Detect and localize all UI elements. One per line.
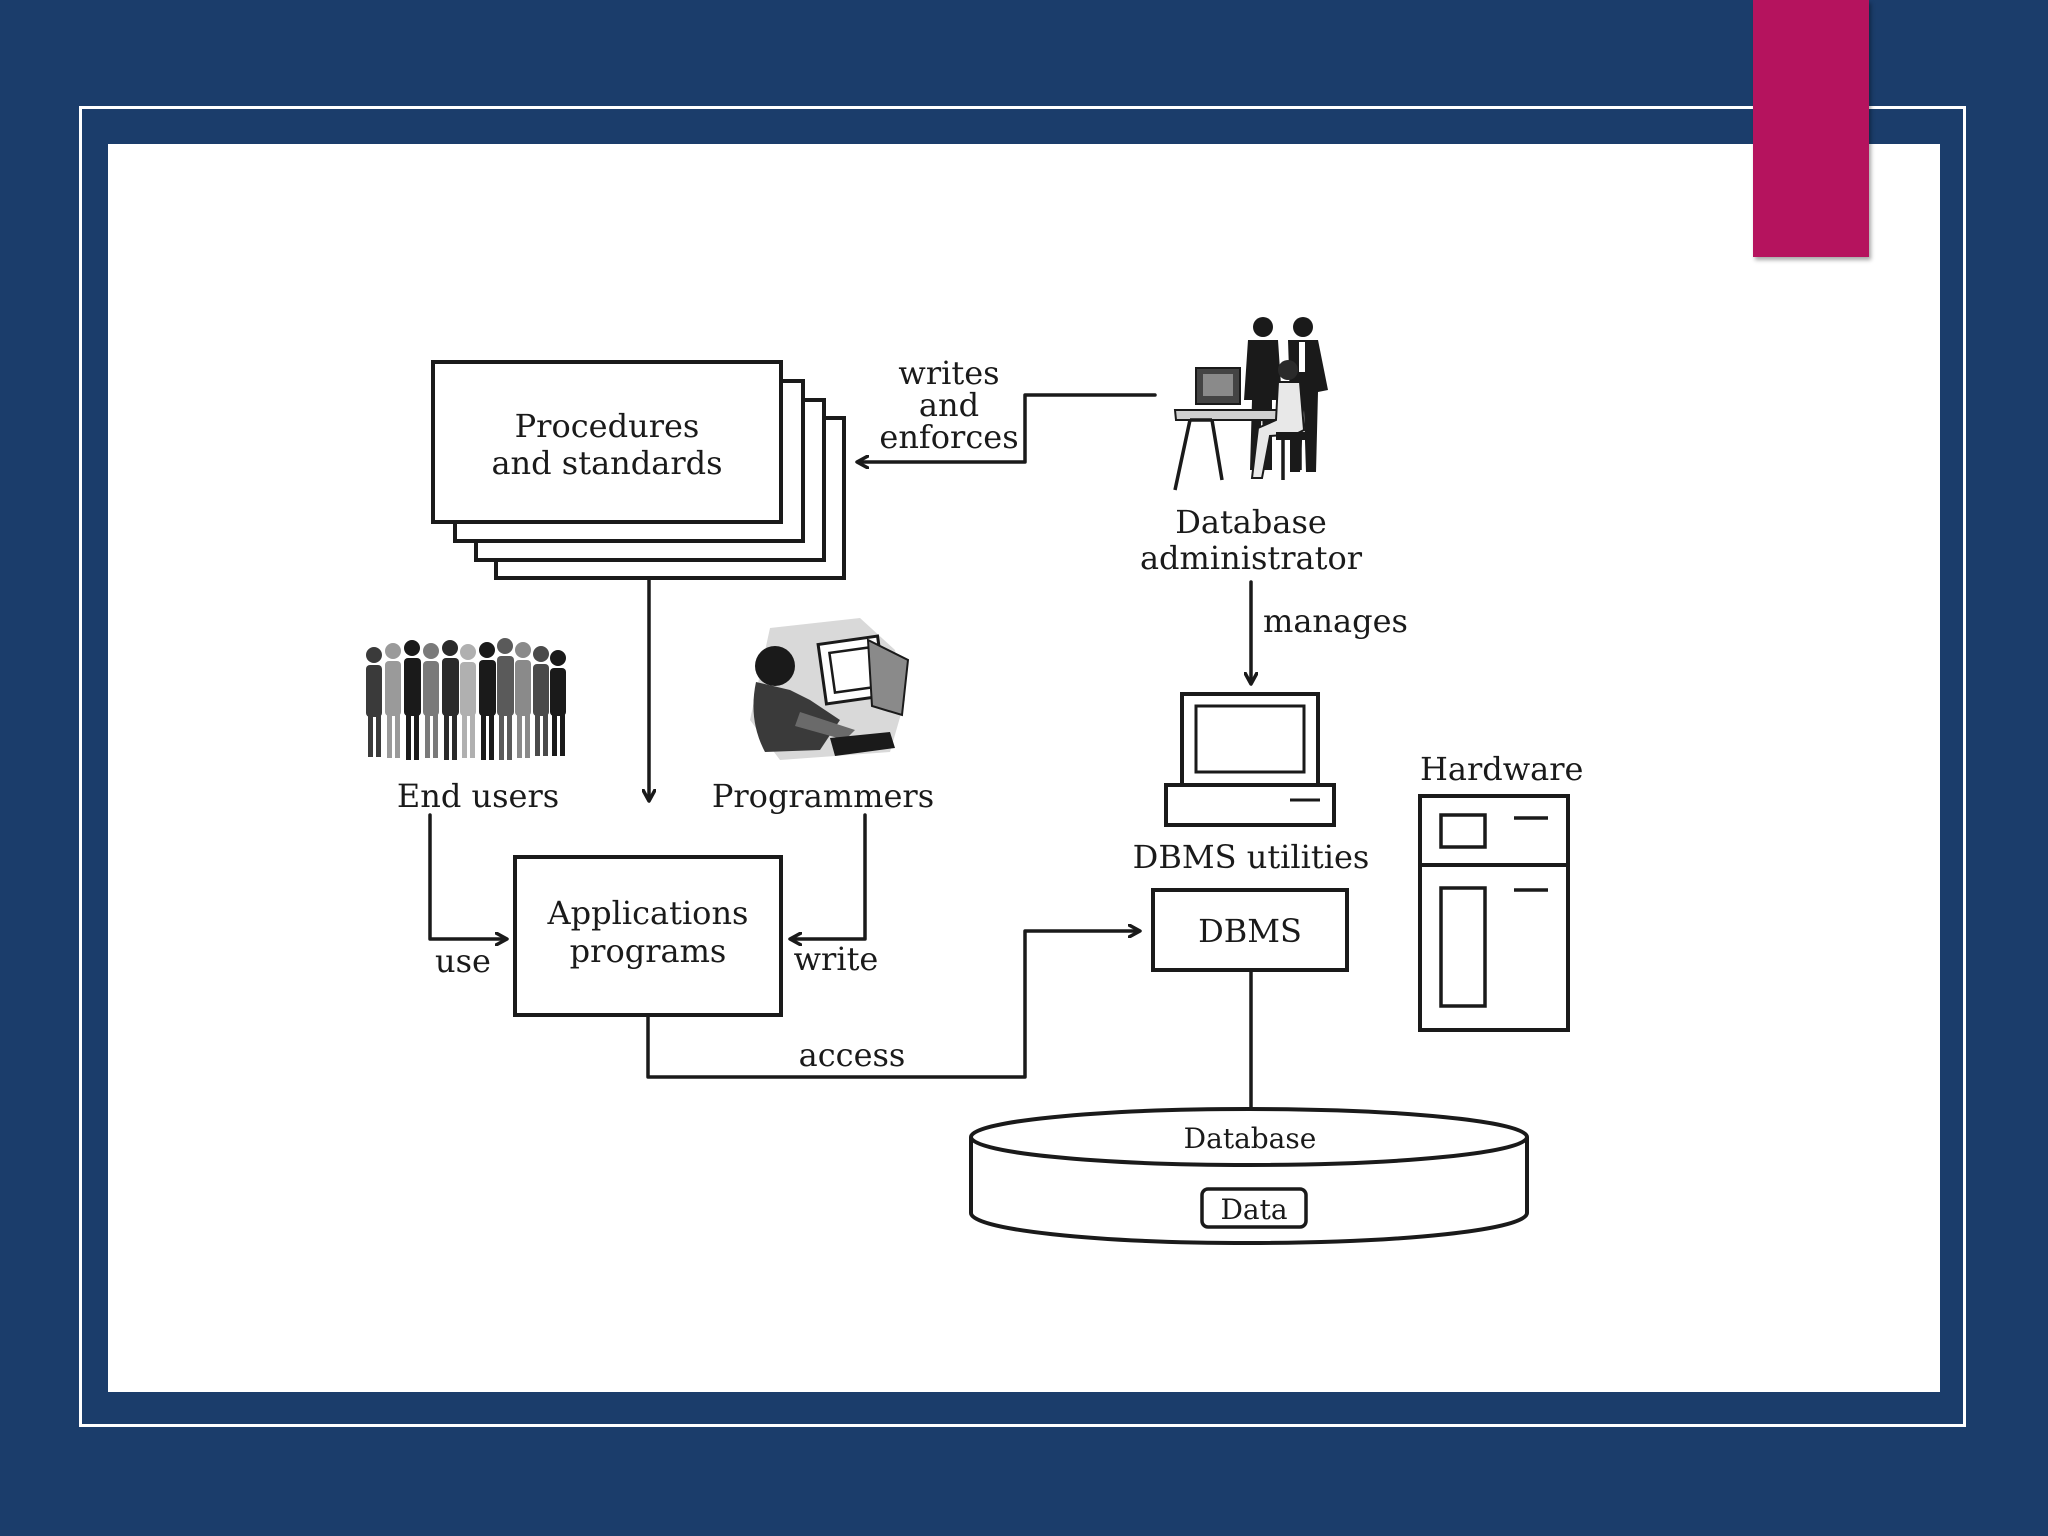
hardware-icon	[1418, 794, 1570, 1032]
write-arrow	[791, 813, 867, 939]
access-arrow	[646, 931, 1139, 1079]
manages-label: manages	[1263, 602, 1408, 640]
writes-and-enforces-arrow	[858, 393, 1157, 462]
accent-bar	[1753, 0, 1869, 257]
writes-label: writes	[898, 354, 999, 392]
end-users-label: End users	[397, 777, 559, 815]
database-administrator-label-line2: administrator	[1140, 539, 1363, 577]
procedures-and-standards-stack: Procedures and standards	[431, 360, 846, 580]
programmers-icon	[750, 618, 910, 760]
enforces-label: enforces	[879, 418, 1018, 456]
applications-label-line2: programs	[570, 932, 727, 970]
procedures-label-line1: Procedures	[515, 407, 700, 445]
dbms-utilities-computer-icon	[1164, 692, 1336, 827]
database-administrator-label-line1: Database	[1175, 503, 1327, 541]
database-cylinder	[969, 1107, 1529, 1245]
use-arrow	[428, 813, 506, 939]
procedures-label-line2: and standards	[491, 444, 722, 482]
and-label: and	[919, 386, 979, 424]
database-label: Database	[1184, 1122, 1317, 1155]
database-administrator-icon	[1173, 317, 1328, 491]
hardware-label: Hardware	[1420, 750, 1583, 788]
end-users-icon	[366, 638, 566, 760]
data-box	[1200, 1187, 1308, 1229]
dbms-box	[1151, 888, 1349, 972]
write-label: write	[794, 940, 879, 978]
slide-frame	[79, 106, 1966, 1427]
dbms-utilities-label: DBMS utilities	[1133, 838, 1370, 876]
use-label: use	[435, 942, 491, 980]
data-label: Data	[1220, 1193, 1287, 1226]
dbms-label: DBMS	[1198, 912, 1302, 950]
programmers-label: Programmers	[712, 777, 934, 815]
access-label: access	[799, 1036, 906, 1074]
applications-label-line1: Applications	[547, 894, 749, 932]
